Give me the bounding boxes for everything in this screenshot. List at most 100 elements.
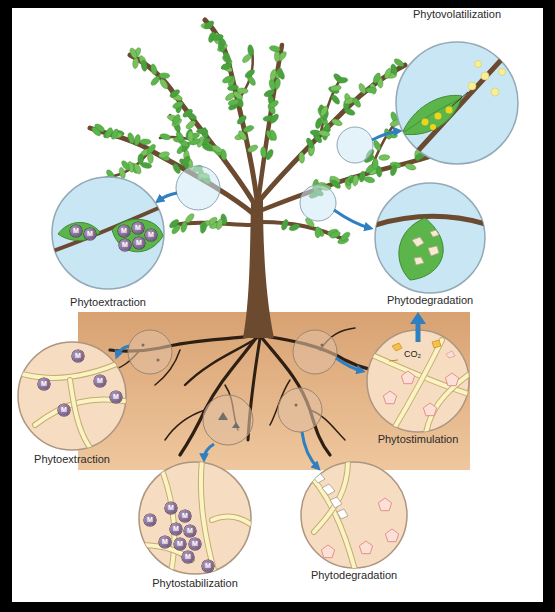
fragment bbox=[414, 257, 424, 265]
fragment bbox=[432, 340, 441, 348]
leaf-vein bbox=[404, 99, 460, 132]
root bbox=[15, 358, 130, 378]
vapor-dot bbox=[422, 119, 429, 126]
leaf bbox=[118, 167, 126, 179]
vapor-dot bbox=[468, 82, 476, 90]
bubble-circle bbox=[375, 183, 485, 293]
leaf bbox=[150, 63, 158, 75]
zoom-arrow bbox=[372, 131, 399, 140]
leaf bbox=[228, 98, 240, 106]
leaf bbox=[222, 51, 232, 63]
leaf bbox=[366, 87, 377, 93]
leaf bbox=[330, 84, 342, 91]
bubble-outline bbox=[138, 461, 252, 575]
leaf bbox=[280, 219, 289, 231]
leaf bbox=[168, 218, 180, 229]
leaf bbox=[188, 131, 194, 142]
root-outline bbox=[201, 460, 218, 585]
leaf bbox=[175, 131, 186, 143]
leaf bbox=[58, 222, 100, 240]
leaf bbox=[276, 68, 286, 80]
process-bubble: Phytostabilization bbox=[138, 461, 252, 575]
bubble-outline bbox=[366, 329, 470, 433]
particle-dot bbox=[295, 404, 298, 407]
root bbox=[158, 460, 175, 585]
leaf bbox=[185, 119, 197, 130]
zoom-arrow bbox=[204, 444, 214, 459]
leaf bbox=[211, 144, 223, 154]
bubble-caption: Phytovolatilization bbox=[413, 8, 501, 21]
molecule bbox=[401, 371, 414, 384]
leaf bbox=[242, 124, 254, 133]
root-outline bbox=[212, 516, 258, 530]
leaf bbox=[372, 139, 382, 151]
zoom-spot bbox=[203, 395, 253, 445]
leaf bbox=[104, 127, 114, 139]
zoom-arrow bbox=[117, 346, 129, 356]
leaf bbox=[112, 219, 163, 251]
leaf bbox=[330, 178, 342, 189]
particle-dot bbox=[142, 344, 145, 347]
leaf bbox=[159, 133, 171, 141]
particle-triangle bbox=[218, 412, 228, 420]
vapor-dot bbox=[446, 107, 453, 114]
root-outline bbox=[365, 352, 475, 396]
vapor-dot bbox=[481, 72, 489, 80]
bubble-outline bbox=[300, 461, 408, 569]
leaf bbox=[389, 164, 398, 176]
molecule bbox=[378, 498, 391, 511]
branch bbox=[372, 216, 492, 226]
leaf bbox=[269, 113, 280, 125]
leaf bbox=[146, 143, 157, 155]
leaf bbox=[221, 74, 233, 84]
leaf bbox=[140, 162, 152, 170]
leaf bbox=[352, 175, 359, 187]
bubble-circle bbox=[139, 462, 251, 574]
zoom-arrow bbox=[158, 193, 177, 201]
process-bubble: Phytodegradation bbox=[374, 182, 486, 294]
leaf bbox=[133, 163, 143, 175]
fragment bbox=[312, 472, 325, 483]
zoom-arrows bbox=[117, 131, 399, 468]
root-outline bbox=[425, 372, 472, 440]
vapor-dot bbox=[435, 113, 442, 120]
root bbox=[201, 460, 218, 585]
bubble-caption: Phytoextraction bbox=[34, 453, 110, 466]
process-bubble: Phytoextraction bbox=[51, 176, 165, 290]
root-outline bbox=[15, 358, 130, 378]
fragment bbox=[446, 351, 455, 358]
leaf bbox=[159, 73, 170, 79]
extraction-root-detail bbox=[15, 358, 130, 455]
leaf bbox=[127, 132, 136, 144]
molecule bbox=[385, 529, 398, 542]
molecule bbox=[383, 391, 396, 404]
process-bubble: Phytoextraction bbox=[17, 341, 127, 451]
leaf bbox=[180, 155, 191, 167]
root-outline bbox=[158, 460, 175, 585]
leaf bbox=[247, 44, 254, 56]
molecule bbox=[423, 403, 436, 416]
release-arrow bbox=[416, 322, 421, 342]
leaf bbox=[132, 57, 139, 69]
bubble-circle bbox=[367, 330, 469, 432]
reaction-arrow bbox=[389, 360, 398, 361]
root bbox=[212, 516, 258, 530]
bubble-circle bbox=[396, 42, 518, 164]
vapor-dot bbox=[499, 69, 506, 76]
fragment bbox=[322, 484, 335, 495]
vapor-arrow bbox=[452, 92, 468, 106]
leaf bbox=[319, 105, 329, 117]
vapor-dot bbox=[491, 88, 499, 96]
leaf bbox=[244, 68, 256, 79]
degradation-root-detail bbox=[302, 460, 399, 578]
fragment bbox=[428, 246, 439, 256]
leaf bbox=[169, 88, 181, 99]
leaf bbox=[329, 230, 341, 239]
root-outline bbox=[35, 399, 130, 425]
leaf bbox=[393, 57, 405, 68]
root-outline bbox=[135, 545, 192, 560]
leaf bbox=[288, 223, 300, 232]
leaf bbox=[358, 82, 368, 94]
root bbox=[302, 466, 357, 578]
